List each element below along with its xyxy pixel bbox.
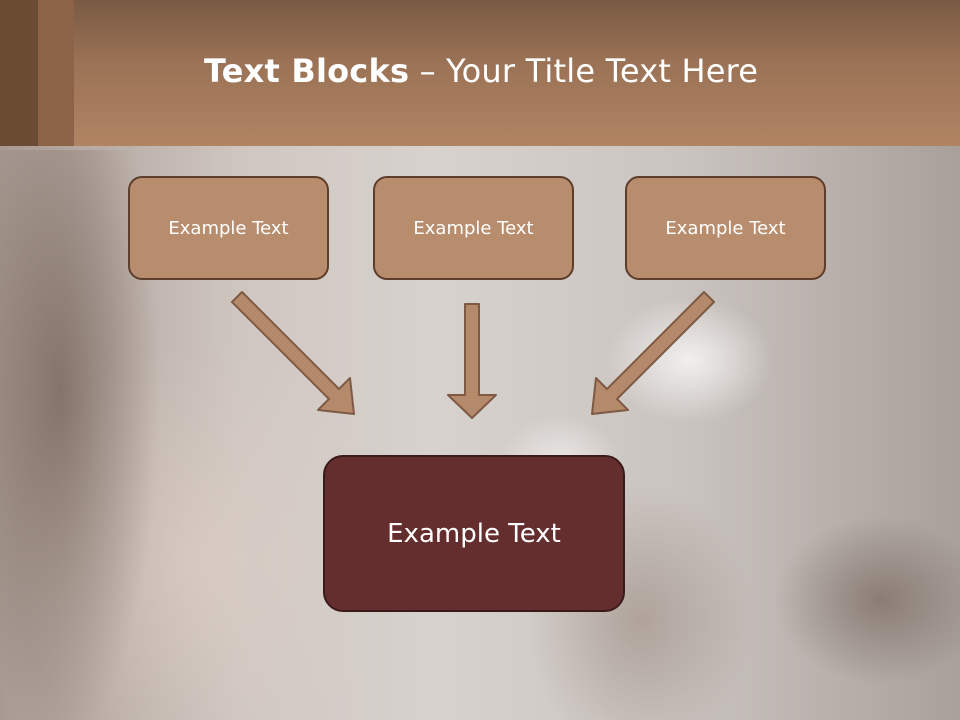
text-block-right[interactable]: Example Text [625, 176, 826, 280]
header-accent-strip [38, 0, 74, 146]
title-rest: – Your Title Text Here [409, 52, 759, 90]
arrow-down [447, 303, 497, 419]
text-block-label: Example Text [387, 518, 561, 549]
arrow-left-diagonal [231, 291, 355, 415]
title-bold: Text Blocks [204, 52, 410, 90]
slide-title[interactable]: Text Blocks – Your Title Text Here [204, 52, 758, 102]
text-block-label: Example Text [665, 217, 786, 239]
arrow-right-diagonal [591, 291, 715, 415]
title-bar [0, 0, 960, 146]
header-accent-strip [0, 0, 38, 146]
text-block-label: Example Text [168, 217, 289, 239]
text-block-middle[interactable]: Example Text [373, 176, 574, 280]
text-block-left[interactable]: Example Text [128, 176, 329, 280]
text-block-label: Example Text [413, 217, 534, 239]
text-block-result[interactable]: Example Text [323, 455, 625, 612]
